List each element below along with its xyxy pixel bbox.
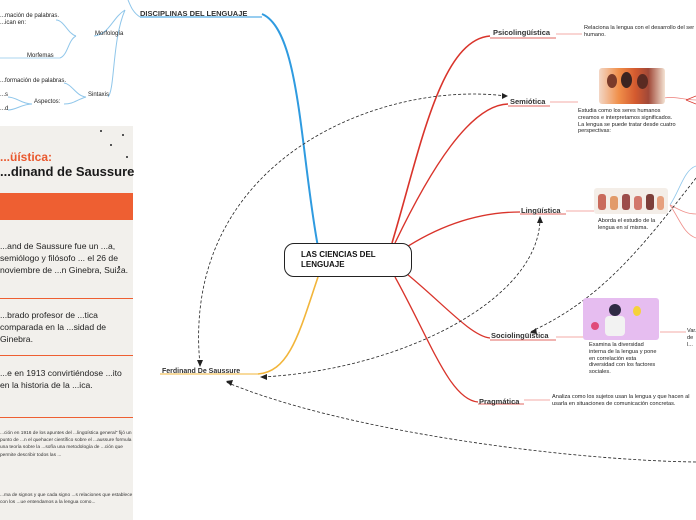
branch-psicolinguistica[interactable]: Psicolingüística <box>493 28 551 37</box>
poster-rule-3 <box>0 417 133 418</box>
arrowhead-linguistica <box>537 216 543 223</box>
poster-rule-2 <box>0 355 133 356</box>
linguistica-image <box>594 188 668 214</box>
branch-pragmatica[interactable]: Pragmática <box>479 397 520 406</box>
link-asp-a <box>7 96 33 105</box>
link-sociolinguistica <box>401 269 491 339</box>
sociolinguistica-image <box>583 298 659 340</box>
poster-paragraph-3: ...e en 1913 convirtiéndose ...ito en la… <box>0 368 122 390</box>
branch-sociolinguistica[interactable]: Sociolingüística <box>491 331 549 340</box>
arrowhead-socio <box>530 328 537 334</box>
poster-paragraph-4: ...ción en 1916 de los apuntes del ...li… <box>0 431 132 458</box>
node-fican-en[interactable]: ...ican en: <box>0 20 27 26</box>
link-ling-right-c <box>669 204 696 239</box>
link-morf-b <box>59 35 77 59</box>
node-formacion-mid[interactable]: ...formación de palabras. <box>0 78 67 84</box>
link-ling-right-b <box>669 204 696 215</box>
branch-saussure[interactable]: Ferdinand De Saussure <box>162 368 241 375</box>
node-aspectos[interactable]: Aspectos: <box>34 99 61 105</box>
branch-linguistica[interactable]: Lingüística <box>521 206 561 215</box>
link-sint-b <box>63 96 87 105</box>
sociolinguistica-desc: Examina la diversidad interna de la leng… <box>589 342 657 376</box>
central-topic[interactable]: LAS CIENCIAS DEL LENGUAJE <box>284 243 412 277</box>
node-morfologia[interactable]: Morfología <box>95 31 124 37</box>
link-ling-right-a <box>669 165 696 206</box>
saussure-poster <box>0 126 133 520</box>
poster-paragraph-2: ...brado profesor de ...tica comparada e… <box>0 310 107 344</box>
node-s[interactable]: ...s <box>0 92 9 98</box>
psicolinguistica-desc: Relaciona la lengua con el desarrollo de… <box>584 25 695 38</box>
semiotica-image <box>599 68 665 104</box>
branch-disciplinas[interactable]: DISCIPLINAS DEL LENGUAJE <box>140 9 248 18</box>
semio-right-arrow <box>685 95 696 105</box>
poster-paragraph-1: ...and de Saussure fue un ...a, semiólog… <box>0 241 129 275</box>
link-semio-right <box>663 97 696 101</box>
arrowhead-saussure-c <box>226 380 233 386</box>
poster-subtitle: ...üística: <box>0 150 53 164</box>
semiotica-desc: Estudia como los seres humanos creamos e… <box>578 108 676 135</box>
sociolinguistica-side: Var... de l... <box>687 328 696 348</box>
link-disciplinas-up <box>127 0 141 18</box>
node-d[interactable]: ...d <box>0 106 9 112</box>
arrowhead-semiotica <box>502 93 508 99</box>
poster-rule-1 <box>0 298 133 299</box>
branch-semiotica[interactable]: Semiótica <box>510 97 546 106</box>
link-asp-b <box>7 103 33 111</box>
pragmatica-desc: Analiza como los sujetos usan la lengua … <box>552 394 690 407</box>
link-psicolinguistica <box>391 35 491 244</box>
link-sintaxis <box>107 9 126 98</box>
link-linguistica <box>401 211 521 251</box>
dashed-ling-saussure <box>261 217 541 378</box>
linguistica-desc: Aborda el estudio de la lengua en sí mis… <box>598 218 656 231</box>
poster-paragraph-5: ...ma de signos y que cada signo ...s re… <box>0 493 133 506</box>
poster-name: ...dinand de Saussure <box>0 164 135 179</box>
link-morfologia <box>93 9 126 37</box>
dashed-semio-saussure <box>198 93 507 366</box>
link-disciplinas <box>261 13 319 248</box>
link-saussure <box>257 276 319 375</box>
node-formacion-top[interactable]: ...mación de palabras. <box>0 13 60 19</box>
dashed-right-socio <box>529 177 696 333</box>
arrowhead-saussure-b <box>260 374 267 380</box>
node-sintaxis[interactable]: Sintaxis <box>88 92 110 98</box>
link-morf-a <box>55 19 77 37</box>
link-sint-a <box>63 82 87 98</box>
node-morfemas[interactable]: Morfemas <box>27 53 54 59</box>
arrowhead-saussure-a <box>197 360 203 367</box>
poster-accent-band <box>0 193 133 220</box>
link-pragmatica <box>394 276 479 403</box>
link-semiotica <box>394 103 509 244</box>
